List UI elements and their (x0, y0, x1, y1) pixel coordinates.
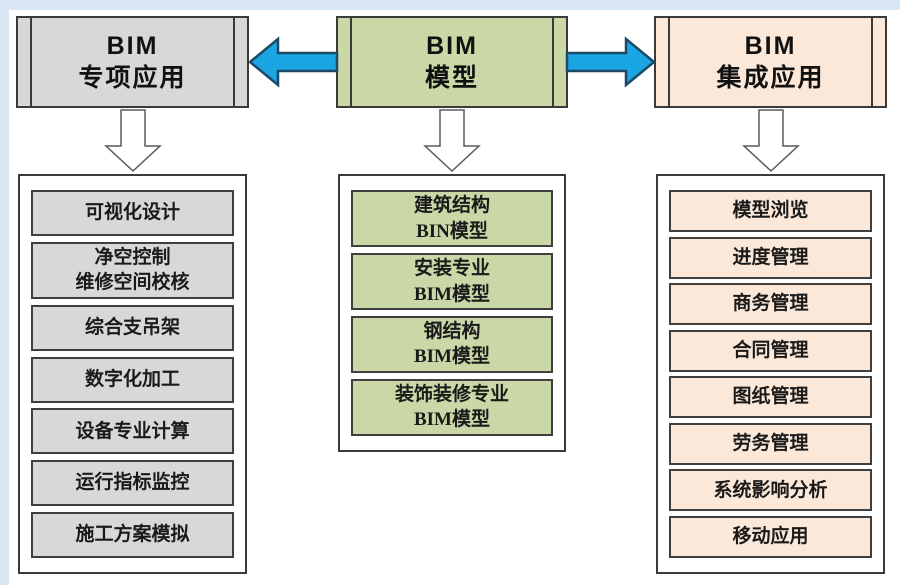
arrow-down-icon (741, 109, 800, 173)
header-title: BIM 专项应用 (78, 31, 187, 93)
list-item: 净空控制 维修空间校核 (31, 241, 234, 300)
arrow-down-icon (103, 109, 162, 173)
list-item: 商务管理 (669, 283, 872, 326)
process-inset-line (30, 18, 32, 106)
process-inset-line (233, 18, 235, 106)
arrow-down-icon (423, 109, 481, 173)
process-inset-line (552, 18, 554, 106)
process-inset-line (871, 18, 873, 106)
slide-trim-left (0, 0, 9, 585)
header-title: BIM 模型 (424, 31, 479, 93)
list-special-applications: 可视化设计 净空控制 维修空间校核 综合支吊架 数字化加工 设备专业计算 运行指… (18, 174, 247, 574)
column-special-applications: BIM 专项应用 可视化设计 净空控制 维修空间校核 综合支吊架 数字化加工 设… (16, 16, 249, 574)
list-item: 移动应用 (669, 515, 872, 558)
list-item: 数字化加工 (31, 356, 234, 403)
list-item: 装饰装修专业 BIM模型 (351, 378, 553, 436)
process-inset-line (350, 18, 352, 106)
list-item: 模型浏览 (669, 190, 872, 232)
list-bim-models: 建筑结构 BIN模型 安装专业 BIM模型 钢结构 BIM模型 装饰装修专业 B… (338, 174, 566, 452)
list-item: 图纸管理 (669, 376, 872, 419)
list-item: 可视化设计 (31, 190, 234, 236)
list-item: 设备专业计算 (31, 408, 234, 455)
list-item: 施工方案模拟 (31, 511, 234, 558)
list-item: 劳务管理 (669, 422, 872, 465)
list-item: 系统影响分析 (669, 469, 872, 512)
list-item: 建筑结构 BIN模型 (351, 190, 553, 248)
list-item: 钢结构 BIM模型 (351, 315, 553, 374)
list-item: 合同管理 (669, 329, 872, 372)
header-integrated-applications: BIM 集成应用 (654, 16, 887, 108)
slide-trim-top (0, 0, 900, 10)
column-integrated-applications: BIM 集成应用 模型浏览 进度管理 商务管理 合同管理 图纸管理 劳务管理 系… (654, 16, 887, 574)
header-bim-model: BIM 模型 (336, 16, 568, 108)
arrow-left-icon (248, 36, 339, 88)
header-title: BIM 集成应用 (716, 31, 825, 93)
list-item: 安装专业 BIM模型 (351, 252, 553, 311)
column-bim-model: BIM 模型 建筑结构 BIN模型 安装专业 BIM模型 钢结构 BIM模型 装… (336, 16, 568, 452)
arrow-right-icon (565, 36, 656, 88)
list-integrated-applications: 模型浏览 进度管理 商务管理 合同管理 图纸管理 劳务管理 系统影响分析 移动应… (656, 174, 885, 574)
header-special-applications: BIM 专项应用 (16, 16, 249, 108)
process-inset-line (668, 18, 670, 106)
list-item: 运行指标监控 (31, 460, 234, 507)
list-item: 进度管理 (669, 236, 872, 279)
list-item: 综合支吊架 (31, 304, 234, 351)
